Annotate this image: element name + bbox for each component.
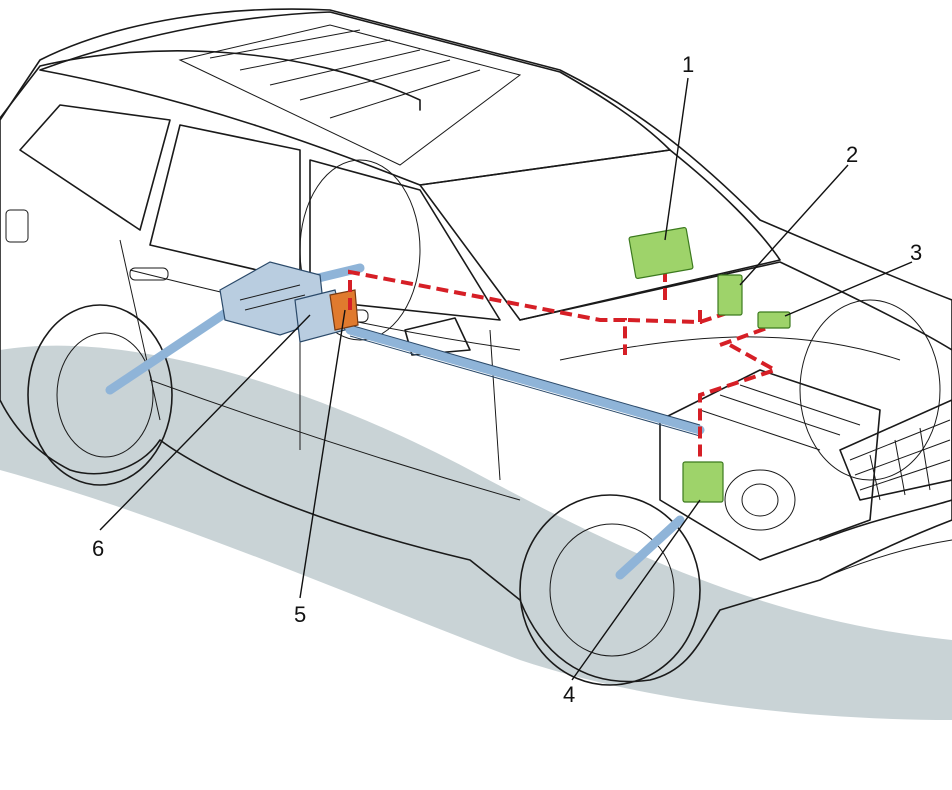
callout-5: 5 xyxy=(294,602,306,627)
control-module-4 xyxy=(682,461,724,503)
callout-2: 2 xyxy=(846,142,858,167)
leader-lines xyxy=(99,77,913,681)
engine xyxy=(659,369,881,561)
control-module-3 xyxy=(757,311,791,329)
control-module-2 xyxy=(717,274,743,316)
callout-4: 4 xyxy=(563,682,575,707)
callout-3: 3 xyxy=(910,240,922,265)
awd-coupling xyxy=(294,289,359,343)
callout-6: 6 xyxy=(92,536,104,561)
rear-wheel-far xyxy=(299,159,421,341)
front-wheel xyxy=(519,494,701,686)
front-wheel-far xyxy=(799,299,941,481)
control-module-1 xyxy=(628,227,694,279)
rear-wheel xyxy=(27,304,173,486)
signal-lines xyxy=(348,269,780,465)
callout-1: 1 xyxy=(682,52,694,77)
ground-shadow xyxy=(0,345,952,720)
